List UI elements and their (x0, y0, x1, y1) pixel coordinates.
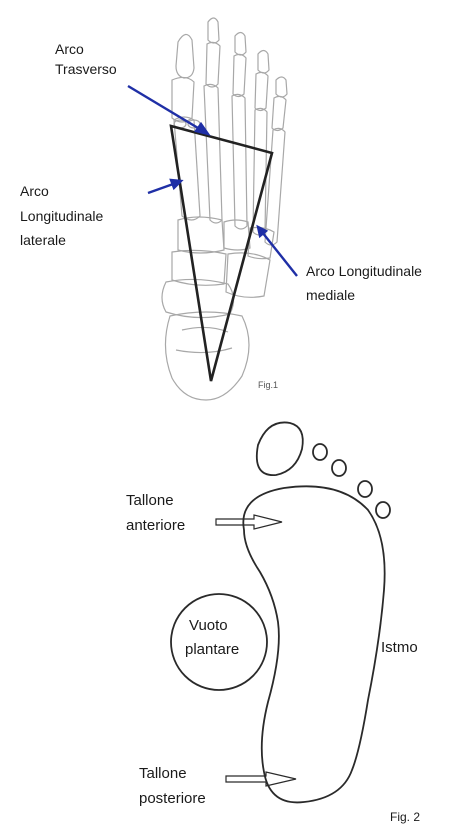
arrow-tallone-posteriore (226, 772, 296, 786)
label-vuoto-plantare-1: Vuoto (189, 614, 228, 638)
arrow-trasverso (128, 86, 203, 131)
foot-bones (162, 18, 287, 400)
arrow-mediale (262, 232, 297, 276)
footprint-big-toe (257, 422, 303, 475)
label-tallone-posteriore-1: Tallone (139, 762, 187, 786)
label-arco-trasverso-1: Arco (55, 40, 84, 59)
label-tallone-anteriore-1: Tallone (126, 489, 174, 513)
label-arco-long-lat-2: Longitudinale (20, 207, 103, 226)
caption-fig-2: Fig. 2 (390, 810, 420, 824)
footprint-toe-4 (358, 481, 372, 497)
footprint-sole (243, 486, 384, 802)
label-arco-trasverso-2: Trasverso (55, 60, 117, 79)
arrow-tallone-anteriore (216, 515, 282, 529)
label-arco-long-med-2: mediale (306, 286, 355, 305)
footprint-toe-2 (313, 444, 327, 460)
footprint-toe-3 (332, 460, 346, 476)
caption-fig-1: Fig.1 (258, 380, 278, 390)
label-tallone-anteriore-2: anteriore (126, 514, 185, 538)
footprint-toe-5 (376, 502, 390, 518)
label-tallone-posteriore-2: posteriore (139, 787, 206, 811)
label-vuoto-plantare-2: plantare (185, 638, 239, 662)
footprint-diagram (171, 422, 390, 802)
label-arco-long-lat-3: laterale (20, 231, 66, 250)
label-istmo: Istmo (381, 636, 418, 660)
label-arco-long-lat-1: Arco (20, 182, 49, 201)
label-arco-long-med-1: Arco Longitudinale (306, 262, 422, 281)
